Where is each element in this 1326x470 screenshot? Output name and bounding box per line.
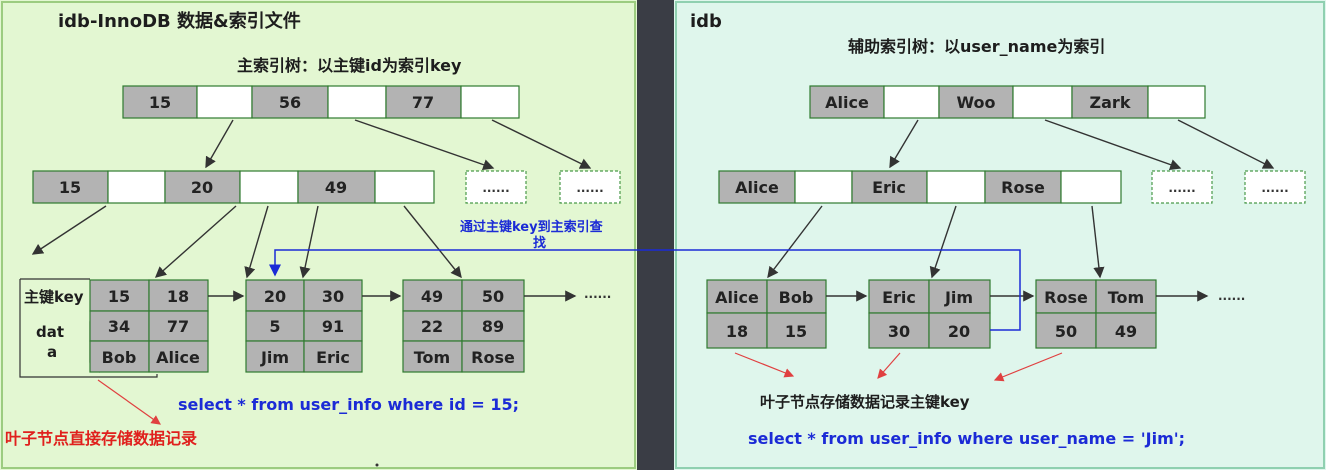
leaf-key: Bob xyxy=(779,288,814,307)
right-tree-title: 辅助索引树：以user_name为索引 xyxy=(848,37,1105,56)
leaf-pk: 50 xyxy=(1055,322,1077,341)
left-panel xyxy=(0,0,637,470)
left-leaf-more-dots: ...... xyxy=(584,287,611,301)
level2-key: Alice xyxy=(735,178,779,197)
leaf-pk: 20 xyxy=(948,322,970,341)
leaf-data: Bob xyxy=(102,348,137,367)
right-placeholder-dots: ...... xyxy=(1261,181,1288,195)
left-placeholder-node xyxy=(465,170,527,204)
primary-key-label: 主键key xyxy=(24,288,84,306)
leaf-pk: 30 xyxy=(888,322,910,341)
left-title: idb-InnoDB 数据&索引文件 xyxy=(58,10,301,32)
right-sql-query: select * from user_info where user_name … xyxy=(748,429,1185,448)
leaf-data: 5 xyxy=(269,317,280,336)
right-placeholder-node xyxy=(1151,170,1213,204)
right-placeholder-dots: ...... xyxy=(1168,181,1195,195)
leaf-key: 18 xyxy=(167,287,189,306)
root-key: Alice xyxy=(825,93,869,112)
root-key: Zark xyxy=(1090,93,1131,112)
right-panel xyxy=(674,0,1326,470)
leaf-key: 50 xyxy=(482,287,504,306)
leaf-data: Eric xyxy=(316,348,350,367)
left-leaf-node: 49 50 22 89 Tom Rose xyxy=(402,279,525,373)
right-leaf-more-dots: ...... xyxy=(1218,289,1245,303)
leaf-pk: 18 xyxy=(726,322,748,341)
leaf-data: 34 xyxy=(108,317,130,336)
left-sql-query: select * from user_info where id = 15; xyxy=(178,395,519,414)
left-leaf-note: 叶子节点直接存储数据记录 xyxy=(5,429,197,448)
left-level2-node: 15 20 49 xyxy=(32,170,435,204)
left-root-node: 15 56 77 xyxy=(122,85,520,119)
leaf-data: Tom xyxy=(414,348,450,367)
lookup-arrow xyxy=(269,249,1021,331)
leaf-key: 30 xyxy=(322,287,344,306)
leaf-key: Rose xyxy=(1044,288,1088,307)
right-leaf-node: Rose Tom 50 49 xyxy=(1035,279,1157,349)
level2-key: Eric xyxy=(872,178,906,197)
leaf-key: Jim xyxy=(944,288,973,307)
lookup-note-line2: 找 xyxy=(533,235,546,251)
level2-key: 49 xyxy=(325,178,347,197)
left-leaf-node: 20 30 5 91 Jim Eric xyxy=(245,279,363,373)
left-tree-title: 主索引树：以主键id为索引key xyxy=(237,56,462,75)
right-leaf-node: Eric Jim 30 20 xyxy=(868,279,991,349)
lookup-note-line1: 通过主键key到主索引查 xyxy=(460,219,604,235)
left-leaf-node: 主键key dat a 15 18 34 77 Bob Alice xyxy=(19,278,209,378)
leaf-key: 15 xyxy=(108,287,130,306)
right-level2-node: Alice Eric Rose xyxy=(718,170,1122,204)
leaf-data: 77 xyxy=(167,317,189,336)
leaf-pk: 15 xyxy=(785,322,807,341)
right-leaf-node: Alice Bob 18 15 xyxy=(706,279,827,349)
root-key: Woo xyxy=(956,93,995,112)
leaf-data: Rose xyxy=(471,348,515,367)
root-key: 15 xyxy=(149,93,171,112)
leaf-key: Alice xyxy=(715,288,759,307)
right-title: idb xyxy=(690,11,722,32)
data-label-line2: a xyxy=(47,343,57,361)
right-placeholder-node xyxy=(1244,170,1306,204)
leaf-key: 49 xyxy=(421,287,443,306)
leaf-data: 91 xyxy=(322,317,344,336)
level2-key: Rose xyxy=(1001,178,1045,197)
leaf-data: 89 xyxy=(482,317,504,336)
leaf-data: Jim xyxy=(260,348,289,367)
left-placeholder-node xyxy=(559,170,621,204)
leaf-key: Eric xyxy=(882,288,916,307)
leaf-data: 22 xyxy=(421,317,443,336)
leaf-data: Alice xyxy=(156,348,200,367)
level2-key: 20 xyxy=(191,178,213,197)
right-leaf-note: 叶子节点存储数据记录主键key xyxy=(760,393,970,411)
left-placeholder-dots: ...... xyxy=(482,181,509,195)
right-root-node: Alice Woo Zark xyxy=(809,85,1206,119)
left-placeholder-dots: ...... xyxy=(576,181,603,195)
leaf-pk: 49 xyxy=(1115,322,1137,341)
data-label-line1: dat xyxy=(36,323,64,341)
root-key: 77 xyxy=(412,93,434,112)
level2-key: 15 xyxy=(59,178,81,197)
leaf-key: Tom xyxy=(1108,288,1144,307)
leaf-key: 20 xyxy=(264,287,286,306)
root-key: 56 xyxy=(279,93,301,112)
